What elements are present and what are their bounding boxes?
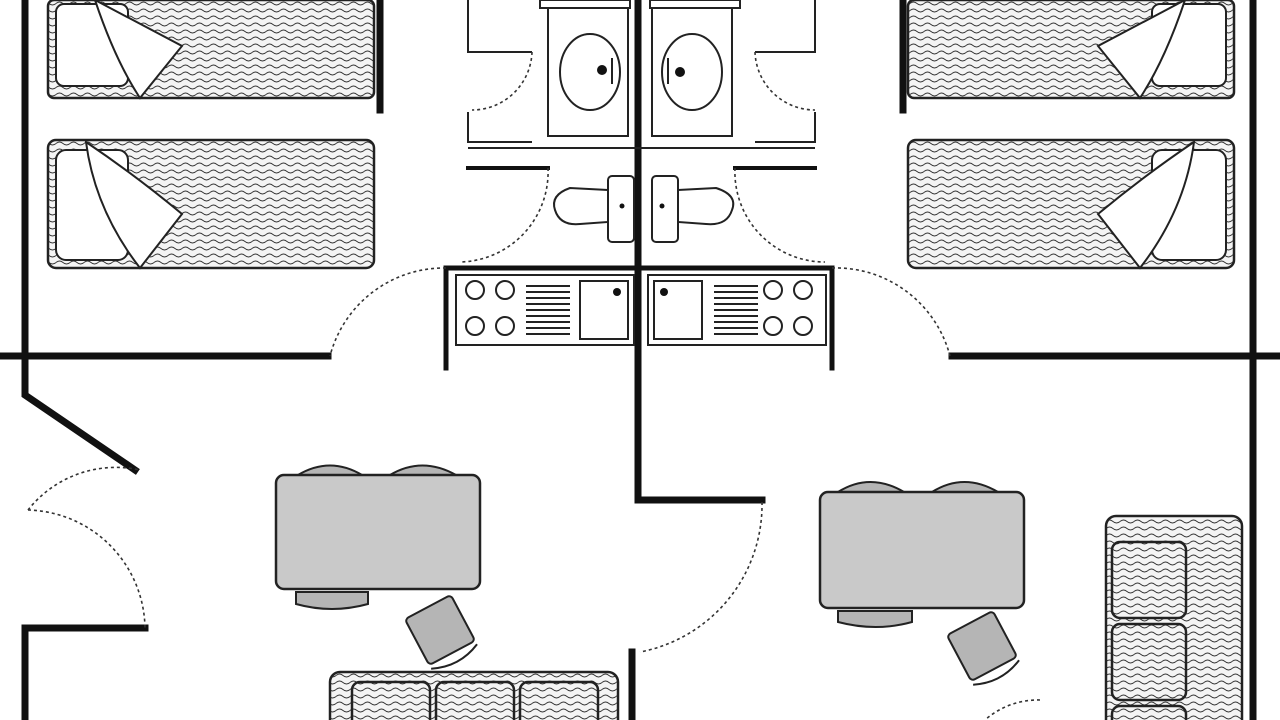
door-left-wc [459,167,549,263]
toilet-right [651,175,735,243]
washbasin-left [539,0,631,137]
bed-left-2 [46,138,376,270]
dining-set-right [818,481,1026,686]
door-right-lower [984,699,1041,720]
sofas [328,514,1244,720]
bed-right-1 [906,0,1236,100]
door-right-bedroom [831,267,951,357]
door-left-bath [471,51,533,111]
bath-wall-left-b [467,112,532,143]
bathroom-fixtures [539,0,741,243]
door-right-bath [754,51,816,111]
sofa-bottom [328,670,620,720]
kitchen-right [647,274,827,346]
washbasin-right [649,0,741,137]
bath-wall-right [755,0,816,53]
door-right-wc [734,167,826,263]
wall-left-lower [21,361,140,475]
bath-wall-left [467,0,532,53]
dining-set-left [274,464,482,670]
kitchen-left [455,274,635,346]
door-center-entry [639,501,763,653]
door-left-bedroom [329,267,447,357]
wall-left-bottom [21,624,149,720]
beds [46,0,1236,270]
bed-left-1 [46,0,376,100]
bath-wall-right-b [755,112,816,143]
door-left-entry [27,466,141,511]
door-left-entry-b [27,509,146,629]
kitchen-counters [455,274,827,346]
doors [27,51,1041,720]
dining-sets [274,464,1026,686]
bed-right-2 [906,138,1236,270]
toilet-left [553,175,635,243]
sofa-right [1104,514,1244,720]
